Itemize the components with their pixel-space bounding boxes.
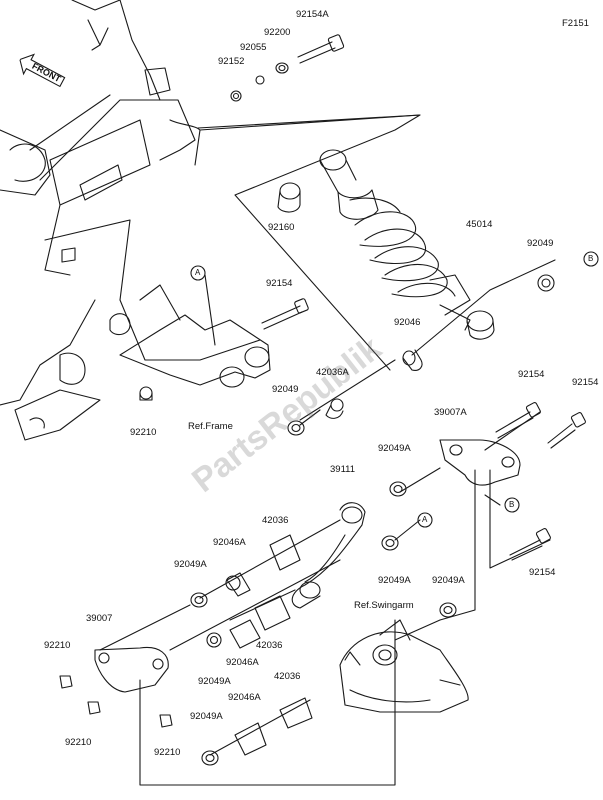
- leader-lines: [99, 114, 556, 786]
- part-label: 92154: [529, 567, 556, 578]
- rod-39007: [59, 646, 173, 728]
- part-label: 92046A: [213, 537, 246, 548]
- part-label: 39111: [330, 464, 356, 475]
- shock-absorber-45014: [277, 149, 555, 436]
- part-label: 42036: [256, 640, 283, 651]
- part-label: 92049: [527, 238, 554, 249]
- part-label: 39007A: [434, 407, 467, 418]
- ref-swingarm: Ref.Swingarm: [354, 600, 414, 611]
- part-label: 92049: [272, 384, 299, 395]
- part-label: 39007: [86, 613, 113, 624]
- part-label: 92049A: [190, 711, 223, 722]
- part-label: 92210: [130, 427, 157, 438]
- marker-b-right: B: [588, 254, 594, 263]
- part-label: 42036A: [316, 367, 349, 378]
- part-label: 92046A: [226, 657, 259, 668]
- front-arrow: FRONT: [14, 48, 70, 94]
- part-label: 92046: [394, 317, 421, 328]
- diagram-code: F2151: [562, 18, 589, 29]
- upper-hardware: [230, 34, 345, 102]
- frame-assembly: [0, 0, 421, 441]
- part-label: 92210: [65, 737, 92, 748]
- marker-a-upper: A: [195, 268, 201, 277]
- marker-b-lower: B: [509, 500, 515, 509]
- swingarm: [339, 619, 469, 713]
- part-label: 92210: [44, 640, 71, 651]
- frame-bolt: [139, 298, 309, 401]
- part-label: 92160: [268, 222, 295, 233]
- part-label: 92154: [518, 369, 545, 380]
- marker-circles: [190, 251, 599, 528]
- part-label: 92049A: [174, 559, 207, 570]
- part-label: 42036: [262, 515, 289, 526]
- part-label: 92154: [572, 377, 599, 388]
- part-label: 92046A: [228, 692, 261, 703]
- part-label: 92154: [266, 278, 293, 289]
- part-label: 45014: [466, 219, 493, 230]
- front-arrow-icon: [19, 53, 66, 88]
- part-label: 42036: [274, 671, 301, 682]
- part-label: 92200: [264, 27, 291, 38]
- bushings: [190, 534, 457, 766]
- part-label: 92055: [240, 42, 267, 53]
- ref-frame: Ref.Frame: [188, 421, 233, 432]
- part-label: 92049A: [198, 676, 231, 687]
- part-label: 92049A: [432, 575, 465, 586]
- part-label: 92152: [218, 56, 245, 67]
- part-label: 92049A: [378, 443, 411, 454]
- part-label: 92154A: [296, 9, 329, 20]
- link-39111: [291, 481, 407, 609]
- marker-a-lower: A: [422, 515, 428, 524]
- part-label: 92210: [154, 747, 181, 758]
- part-label: 92049A: [378, 575, 411, 586]
- tie-rod-39007A: [439, 402, 586, 561]
